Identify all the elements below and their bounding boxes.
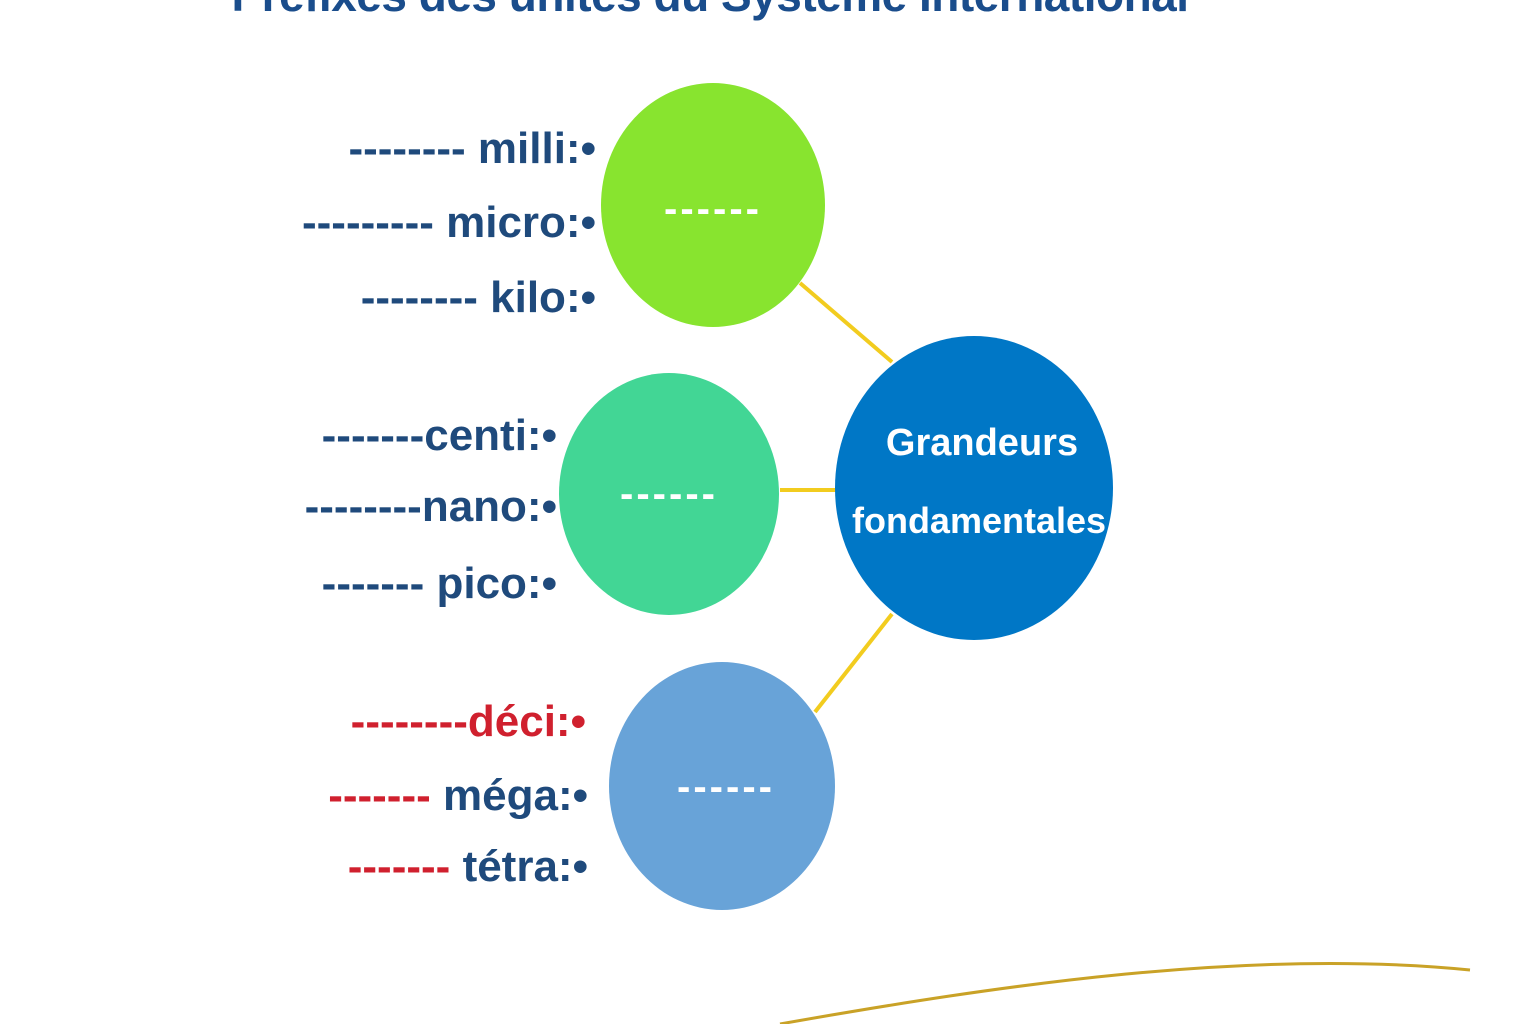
prefix-label-row: --------déci:• — [351, 697, 586, 746]
prefix-blank: -------- — [361, 273, 478, 322]
prefix-blank: ------- — [322, 411, 425, 460]
prefix-label-row: ------- pico:• — [322, 559, 557, 608]
prefix-label-row: --------nano:• — [305, 482, 557, 531]
prefix-name: déci: — [468, 697, 571, 746]
prefix-blank: ------- — [328, 771, 431, 820]
group-node-3 — [609, 662, 835, 910]
center-node-line-2: fondamentales — [852, 500, 1106, 541]
bullet-dot: • — [571, 697, 586, 746]
group-node-1-blank: ------ — [664, 187, 762, 231]
center-node-line-1: Grandeurs — [886, 422, 1078, 464]
prefix-label-row: -------- milli:• — [348, 124, 596, 173]
group-node-2 — [559, 373, 779, 615]
connector-line-group-3 — [813, 612, 894, 714]
prefix-blank: ------- — [322, 559, 425, 608]
prefix-name: méga: — [443, 771, 573, 820]
page-title: Préfixes des unités du Système Internati… — [0, 0, 1420, 22]
bullet-dot: • — [542, 482, 557, 531]
prefix-name: tétra: — [463, 842, 573, 891]
group-node-1 — [601, 83, 825, 327]
bullet-dot: • — [581, 198, 596, 247]
bullet-dot: • — [581, 124, 596, 173]
prefix-name: pico: — [436, 559, 541, 608]
prefix-blank: -------- — [351, 697, 468, 746]
prefix-name: kilo: — [490, 273, 580, 322]
prefix-label-row: -------- kilo:• — [361, 273, 596, 322]
prefix-name: centi: — [424, 411, 541, 460]
bullet-dot: • — [542, 559, 557, 608]
prefix-label-row: --------- micro:• — [302, 198, 596, 247]
prefix-label-row: ------- méga:• — [328, 771, 588, 820]
bullet-dot: • — [573, 771, 588, 820]
group-node-3-blank: ------ — [677, 765, 775, 809]
prefix-name: micro: — [446, 198, 580, 247]
prefix-label-row: -------centi:• — [322, 411, 557, 460]
prefix-label-row: ------- tétra:• — [348, 842, 588, 891]
bullet-dot: • — [573, 842, 588, 891]
center-node — [835, 336, 1113, 640]
prefix-blank: -------- — [305, 482, 422, 531]
prefix-name: nano: — [422, 482, 542, 531]
connector-line-group-1 — [798, 281, 894, 364]
prefix-blank: -------- — [348, 124, 465, 173]
prefix-blank: ------- — [348, 842, 451, 891]
bullet-dot: • — [542, 411, 557, 460]
decorative-swoosh — [779, 961, 1471, 1024]
prefix-blank: --------- — [302, 198, 434, 247]
group-node-2-blank: ------ — [620, 472, 718, 516]
bullet-dot: • — [581, 273, 596, 322]
prefix-name: milli: — [478, 124, 581, 173]
